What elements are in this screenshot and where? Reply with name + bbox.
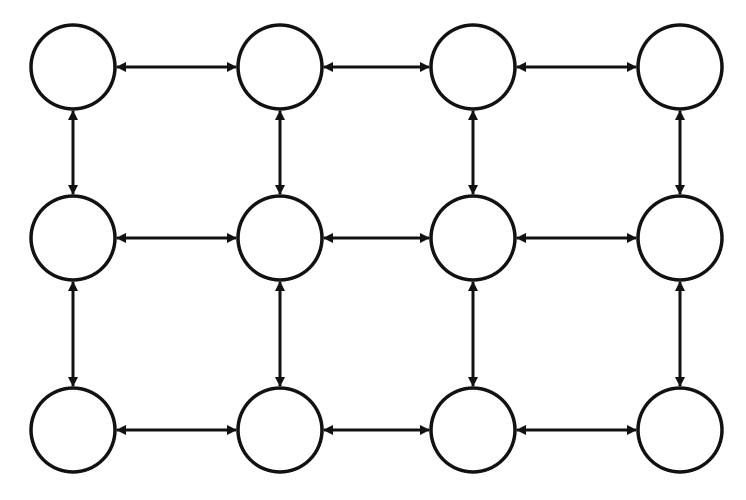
node-r1-c2 [236, 23, 324, 111]
node-r3-c3 [429, 386, 517, 474]
node-r1-c3 [429, 23, 517, 111]
node-r1-c1 [29, 23, 117, 111]
node-r1-c4 [636, 23, 724, 111]
node-r2-c1 [29, 194, 117, 282]
node-r3-c1 [29, 386, 117, 474]
node-r2-c3 [429, 194, 517, 282]
node-r3-c2 [236, 386, 324, 474]
node-r2-c4 [636, 194, 724, 282]
node-r2-c2 [236, 194, 324, 282]
node-r3-c4 [636, 386, 724, 474]
node-layer [29, 23, 724, 474]
edge-layer [68, 62, 685, 435]
